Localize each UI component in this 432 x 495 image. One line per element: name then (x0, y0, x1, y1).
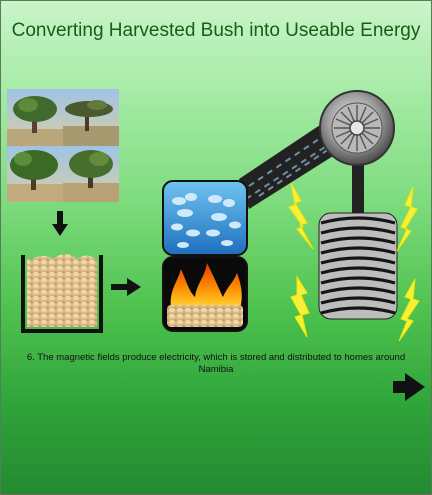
steam-water-tile (162, 180, 248, 256)
step-caption: 6. The magnetic fields produce electrici… (26, 352, 406, 375)
tree-photos (7, 89, 119, 202)
down-arrow-icon (52, 211, 68, 236)
steam-pipe (239, 121, 364, 213)
next-arrow-icon[interactable] (393, 373, 425, 401)
generator-coil (318, 212, 398, 320)
tree-photo-3 (7, 146, 63, 202)
slide-title: Converting Harvested Bush into Useable E… (11, 20, 421, 41)
right-arrow-icon (111, 278, 141, 296)
lightning-bolt-icon (288, 182, 420, 342)
wood-chips-container (21, 254, 103, 333)
tree-photo-2 (63, 89, 119, 146)
fire-wood-tile (162, 256, 248, 332)
tree-photo-4 (63, 146, 119, 202)
turbine-icon (319, 90, 395, 166)
tree-photo-1 (7, 89, 63, 146)
